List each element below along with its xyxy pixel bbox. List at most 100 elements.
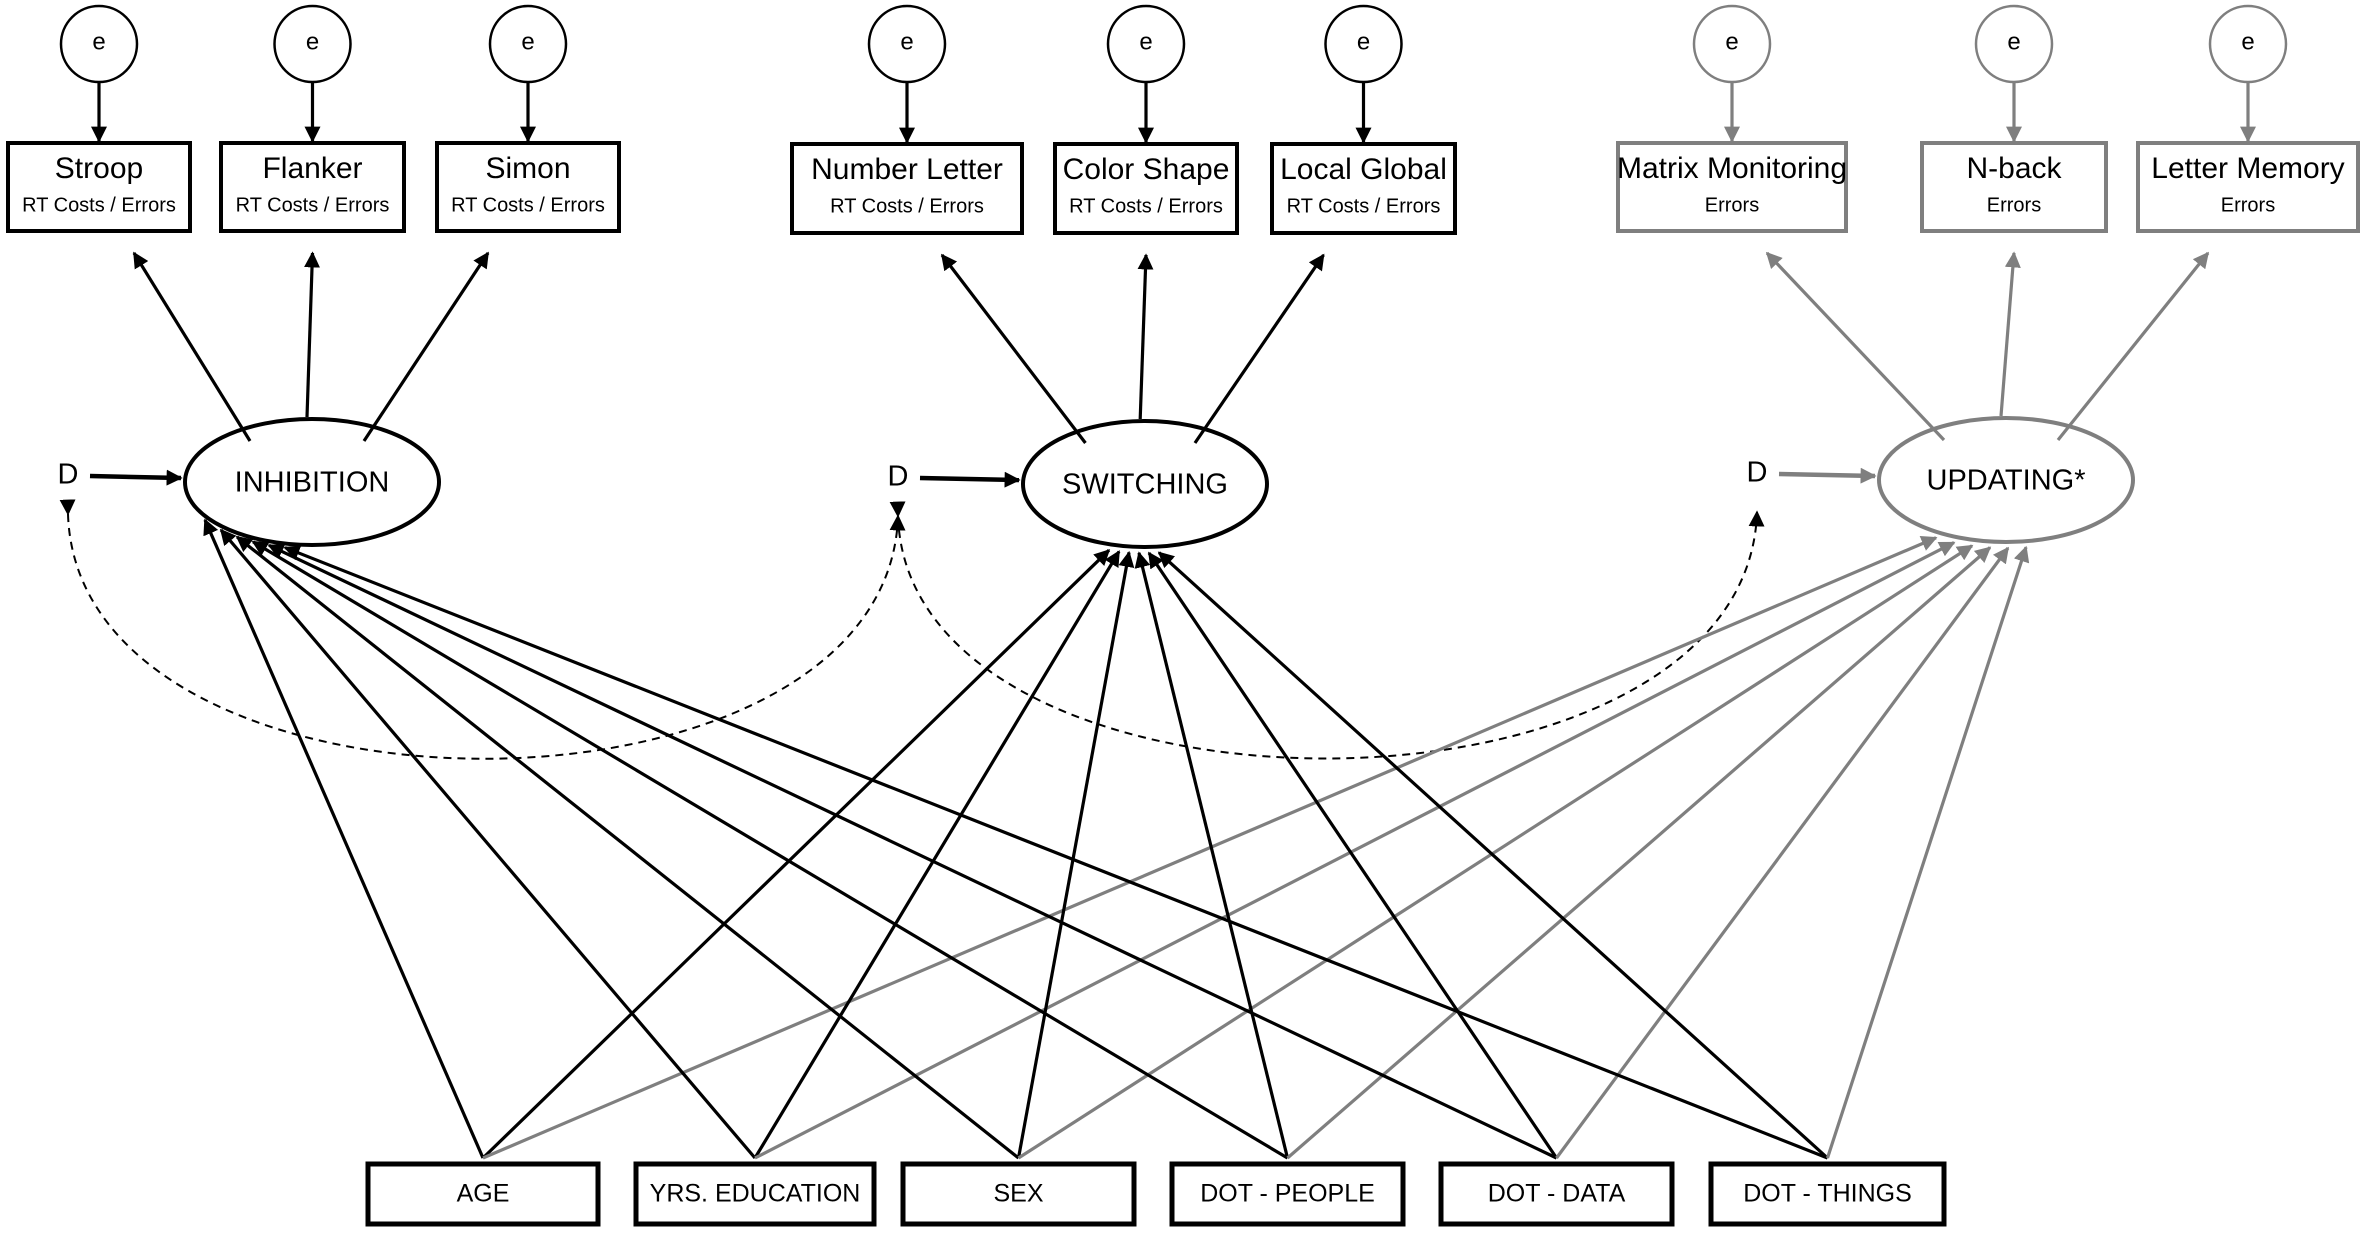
regression-path-dot-data-to-inhibition [267,543,1558,1160]
covariance-switching-updating [889,501,1765,760]
indicator-title: Letter Memory [2151,152,2344,185]
indicator-subtitle: RT Costs / Errors [1069,195,1223,217]
disturbance-arrow-updating [1778,467,1877,484]
disturbance-arrow-inhibition [89,469,183,486]
regression-path-dot-things-to-inhibition [283,545,1829,1160]
regression-path-yrs-education-to-inhibition [219,528,757,1160]
indicator-inhibition-2: Simon RT Costs / Errors e [362,4,621,442]
latent-factor-updating [1877,416,2135,544]
regression-path-dot-people-to-switching [1134,551,1290,1159]
loading-arrow-switching-0 [940,253,1087,444]
indicator-subtitle: RT Costs / Errors [236,194,390,216]
latent-factor-inhibition [183,417,441,547]
indicator-switching-0: Number Letter RT Costs / Errors e [790,4,1087,444]
regression-path-dot-things-to-updating [1825,545,2030,1159]
regression-path-sex-to-switching [1016,550,1135,1159]
predictor-sex: SEX [900,1161,1137,1227]
indicator-title: Number Letter [811,153,1003,186]
indicator-box [1053,142,1239,235]
predictor-box [365,1161,601,1227]
predictor-box [1169,1161,1406,1227]
regression-path-yrs-education-to-switching [753,550,1121,1159]
indicator-title: Flanker [262,152,362,185]
regression-path-dot-people-to-inhibition [251,540,1289,1160]
indicator-box [790,142,1024,235]
indicator-subtitle: Errors [1705,194,1759,216]
error-term-label: e [1139,28,1152,55]
regression-path-age-to-switching [481,549,1111,1160]
regression-path-age-to-inhibition [203,518,485,1159]
indicator-box [1920,141,2108,233]
regression-path-dot-things-to-switching [1157,551,1829,1160]
disturbance-label-switching: D [888,461,909,493]
predictor-box [633,1161,877,1227]
indicator-title: N-back [1966,152,2062,185]
error-term-label: e [2007,28,2020,55]
regression-path-age-to-updating [482,536,1938,1160]
regression-path-sex-to-inhibition [235,535,1020,1160]
disturbance-arrow-switching [919,471,1021,488]
indicator-box [219,141,406,233]
error-term-label: e [521,28,534,55]
latent-factor-switching [1021,419,1269,549]
factor-label-updating: UPDATING* [1927,465,2086,497]
predictor-label: DOT - PEOPLE [1200,1180,1375,1208]
loading-arrow-switching-1 [1137,253,1154,420]
predictor-label: YRS. EDUCATION [650,1180,861,1208]
loading-arrow-switching-2 [1193,253,1325,444]
indicator-subtitle: RT Costs / Errors [830,195,984,217]
error-term-label: e [1725,28,1738,55]
covariance-inhibition-switching [59,499,906,760]
indicator-title: Simon [485,152,570,185]
predictor-label: SEX [993,1180,1043,1208]
predictor-yrs-education: YRS. EDUCATION [633,1161,877,1227]
loading-arrow-inhibition-1 [304,251,321,418]
indicator-box [435,141,621,233]
predictor-label: DOT - DATA [1488,1180,1626,1208]
indicator-subtitle: RT Costs / Errors [451,194,605,216]
indicator-subtitle: RT Costs / Errors [1287,195,1441,217]
indicator-subtitle: Errors [2221,194,2275,216]
indicator-subtitle: Errors [1987,194,2041,216]
error-term-label: e [2241,28,2254,55]
predictor-box [1438,1161,1675,1227]
predictor-age: AGE [365,1161,601,1227]
disturbance-label-inhibition: D [58,459,79,491]
loading-arrow-updating-1 [1999,251,2021,417]
indicator-title: Matrix Monitoring [1617,152,1847,185]
indicator-subtitle: RT Costs / Errors [22,194,176,216]
regression-path-dot-data-to-updating [1555,546,2010,1159]
regression-path-dot-people-to-updating [1286,546,1992,1160]
indicator-box [2136,141,2360,233]
disturbance-label-updating: D [1747,457,1768,489]
error-term-label: e [900,28,913,55]
indicator-title: Local Global [1280,153,1447,186]
indicator-box [1270,142,1457,235]
predictor-dot-data: DOT - DATA [1438,1161,1675,1227]
error-term-label: e [92,28,105,55]
regression-path-layer [203,518,2030,1160]
indicator-switching-1: Color Shape RT Costs / Errors e [1053,4,1239,420]
regression-path-sex-to-updating [1017,544,1974,1160]
indicator-box [6,141,192,233]
loading-arrow-inhibition-0 [132,251,252,442]
loading-arrow-updating-0 [1765,251,1946,442]
loading-arrow-updating-2 [2056,251,2210,442]
indicator-title: Color Shape [1063,153,1230,186]
factor-label-inhibition: INHIBITION [235,467,390,499]
loading-arrow-inhibition-2 [362,251,490,442]
predictor-box [1708,1161,1947,1227]
indicator-box [1616,141,1848,233]
predictor-dot-things: DOT - THINGS [1708,1161,1947,1227]
